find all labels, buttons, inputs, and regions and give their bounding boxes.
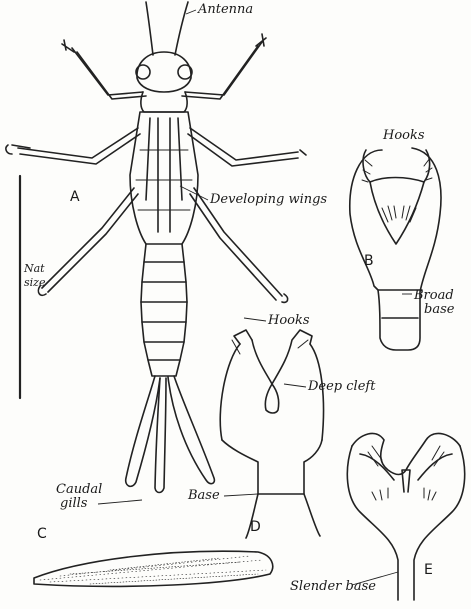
label-slender-base: Slender base (290, 580, 376, 593)
label-nat-size-line2: size (24, 277, 45, 288)
label-hooks-d: Hooks (268, 314, 310, 327)
label-base: Base (188, 489, 220, 502)
labium-drawing-b (350, 148, 441, 350)
figure-letter-b: B (364, 254, 374, 268)
figure-letter-c: C (37, 527, 47, 541)
label-hooks-b: Hooks (383, 129, 425, 142)
label-broad-base-line1: Broad (414, 289, 454, 302)
nymph-drawing-a (6, 2, 306, 493)
label-deep-cleft: Deep cleft (308, 380, 375, 393)
label-nat-size-line1: Nat (24, 263, 45, 274)
labium-drawing-d (220, 330, 323, 538)
figure-letter-d: D (250, 520, 261, 534)
label-antenna: Antenna (198, 3, 253, 16)
label-broad-base-line2: base (424, 303, 454, 316)
label-developing-wings: Developing wings (210, 193, 327, 206)
label-caudal-gills-line1: Caudal (56, 483, 102, 496)
figure-letter-a: A (70, 190, 80, 204)
figure-letter-e: E (424, 563, 433, 577)
label-caudal-gills-line2: gills (60, 497, 87, 510)
wing-drawing-c (34, 551, 273, 586)
labium-drawing-e (347, 433, 464, 600)
